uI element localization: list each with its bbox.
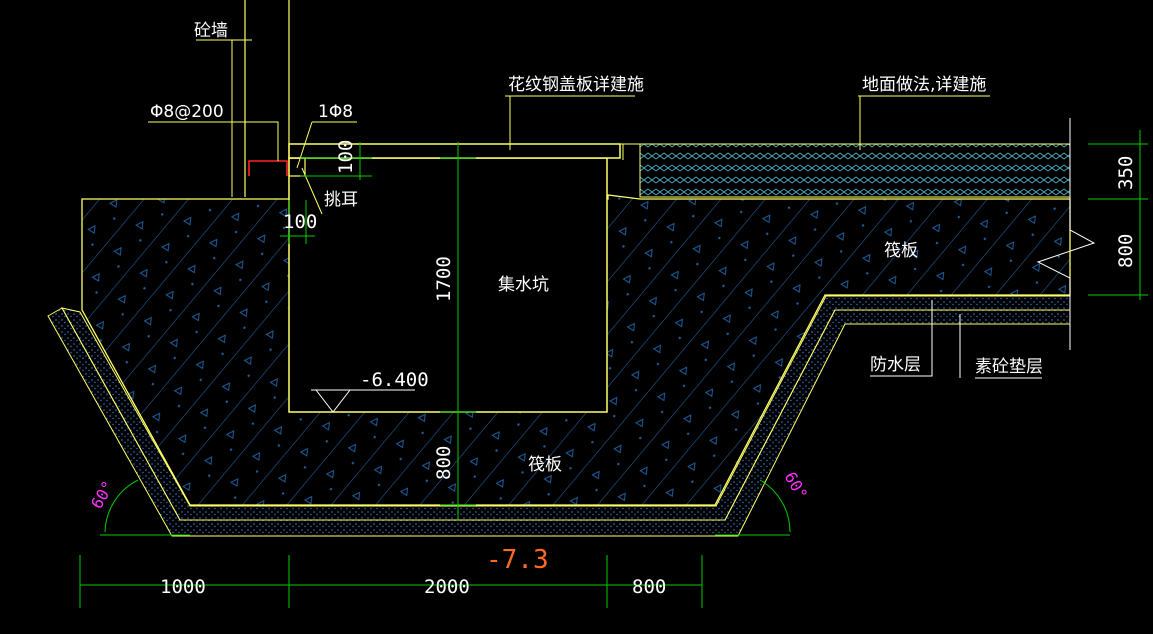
- dim-bottom-mid: 2000: [424, 576, 470, 598]
- level-raft-bottom: -7.3: [486, 545, 549, 575]
- label-rebar-spacing: Φ8@200: [150, 102, 224, 122]
- label-cover-plate: 花纹钢盖板详建施: [508, 75, 644, 95]
- sump-pit: [288, 157, 608, 413]
- level-pit-bottom: -6.400: [360, 369, 429, 391]
- angle-right: 60°: [781, 469, 812, 504]
- level-marker-pit: [311, 389, 415, 413]
- dim-lug-width: 100: [283, 211, 317, 233]
- label-rebar-single: 1Φ8: [318, 102, 353, 122]
- label-raft-upper: 筏板: [884, 241, 918, 261]
- floor-finish: [639, 143, 1071, 198]
- dim-raft-thickness: 800: [1115, 234, 1137, 268]
- label-concrete-wall: 砼墙: [194, 21, 228, 41]
- dimension-lines: [79, 130, 1148, 608]
- angle-left: 60°: [87, 477, 118, 512]
- label-waterproof: 防水层: [870, 355, 921, 375]
- label-cushion: 素砼垫层: [975, 357, 1043, 377]
- label-floor-finish: 地面做法,详建施: [862, 75, 986, 95]
- dim-bottom-right: 800: [632, 576, 666, 598]
- dim-bottom-left: 1000: [160, 576, 206, 598]
- dim-pit-depth: 1700: [433, 256, 455, 302]
- dim-lug-height: 100: [335, 140, 357, 174]
- rebar: [248, 160, 288, 176]
- label-sump: 集水坑: [498, 275, 549, 295]
- label-lug: 挑耳: [324, 190, 358, 210]
- dim-slab-below-pit: 800: [433, 446, 455, 480]
- dim-floor-thickness: 350: [1115, 156, 1137, 190]
- label-raft-lower: 筏板: [528, 455, 562, 475]
- lug: [288, 157, 306, 177]
